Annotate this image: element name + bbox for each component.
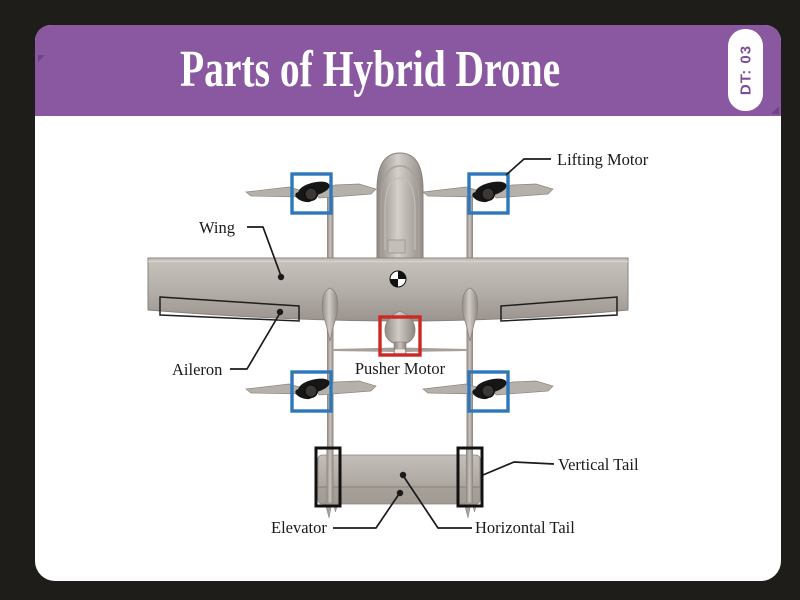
lifting-motor-box-front-left bbox=[290, 172, 333, 215]
leader-elevator bbox=[333, 493, 400, 529]
pusher-motor-box bbox=[378, 315, 422, 357]
title-banner: Parts of Hybrid Drone DT: 03 bbox=[35, 25, 781, 116]
front-boom-left bbox=[327, 196, 334, 262]
leader-wing bbox=[247, 226, 282, 277]
aileron-outline-right bbox=[500, 296, 618, 322]
main-wing bbox=[147, 257, 629, 322]
lifting-propeller-front-left bbox=[245, 178, 377, 205]
drone-illustration bbox=[147, 152, 629, 519]
vertical-tail-fin-left bbox=[326, 449, 334, 504]
rear-motor-pod-right bbox=[461, 287, 479, 342]
label-elevator: Elevator bbox=[271, 518, 327, 537]
leader-horizontal-tail bbox=[403, 476, 472, 529]
leader-lifting-motor bbox=[505, 158, 551, 176]
cg-symbol bbox=[389, 270, 407, 288]
banner-fold-mark-right bbox=[771, 106, 779, 114]
horizontal-tail-surface bbox=[317, 454, 481, 505]
page-title: Parts of Hybrid Drone bbox=[35, 43, 705, 95]
dt-badge: DT: 03 bbox=[728, 29, 763, 111]
lifting-propeller-front-right bbox=[422, 178, 554, 205]
label-lifting-motor: Lifting Motor bbox=[557, 150, 649, 169]
leader-aileron bbox=[230, 312, 281, 370]
front-boom-right bbox=[466, 196, 473, 262]
label-aileron: Aileron bbox=[172, 360, 222, 379]
fuselage bbox=[376, 152, 424, 263]
label-horizontal-tail: Horizontal Tail bbox=[475, 518, 575, 537]
leader-dot-elevator bbox=[396, 489, 404, 497]
label-vertical-tail: Vertical Tail bbox=[558, 455, 639, 474]
vertical-tail-fin-right bbox=[466, 449, 473, 504]
fuselage-hatch bbox=[387, 239, 406, 254]
banner-fold-mark-left bbox=[38, 55, 45, 62]
lifting-motor-box-rear-left bbox=[290, 370, 333, 413]
label-wing: Wing bbox=[199, 218, 235, 237]
leader-dot-aileron bbox=[276, 308, 284, 316]
aileron-outline-left bbox=[159, 296, 300, 322]
lifting-propeller-rear-right bbox=[422, 375, 554, 402]
lifting-motor-box-rear-right bbox=[467, 370, 510, 413]
vertical-tail-box-right bbox=[456, 446, 484, 508]
rear-motor-pod-left bbox=[321, 287, 339, 342]
page-title-text: Parts of Hybrid Drone bbox=[179, 40, 561, 98]
leader-vertical-tail bbox=[482, 461, 555, 476]
leader-dot-wing bbox=[277, 273, 285, 281]
vertical-tail-box-left bbox=[314, 446, 342, 508]
lifting-motor-box-front-right bbox=[467, 172, 510, 215]
lifting-propeller-rear-left bbox=[245, 375, 377, 402]
label-pusher-motor: Pusher Motor bbox=[355, 359, 446, 378]
leader-dot-horizontal-tail bbox=[399, 471, 407, 479]
